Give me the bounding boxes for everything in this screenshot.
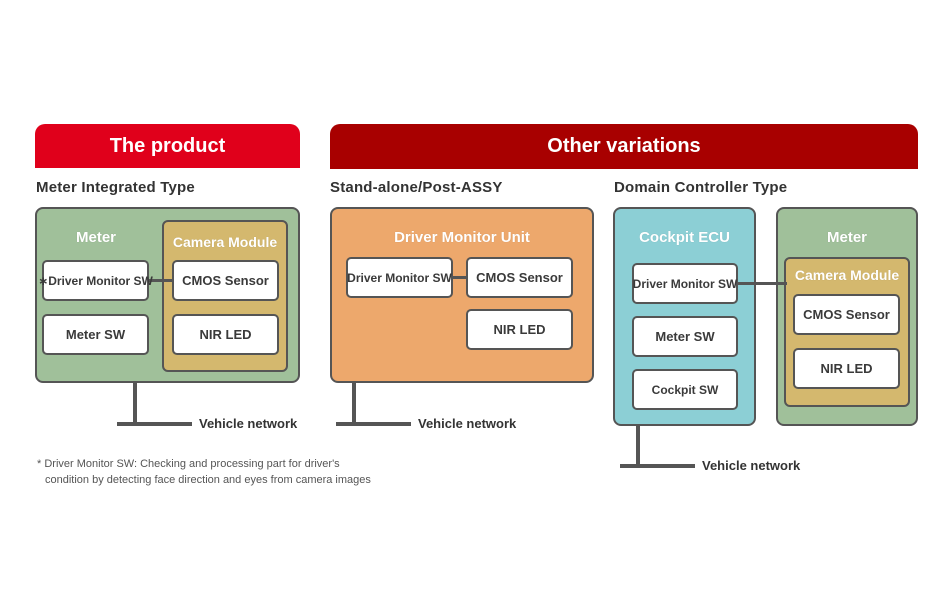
connector-line bbox=[737, 282, 787, 285]
nir-led-box: NIR LED bbox=[793, 348, 900, 389]
meter-title: Meter bbox=[826, 229, 867, 246]
meter-integrated-subtitle: Meter Integrated Type bbox=[36, 179, 195, 196]
driver-monitor-unit-title: Driver Monitor Unit bbox=[394, 229, 530, 246]
driver-monitor-sw-box: ∗Driver Monitor SW bbox=[38, 260, 153, 301]
cmos-sensor-box: CMOS Sensor bbox=[466, 257, 573, 298]
network-bus bbox=[336, 422, 411, 426]
connector-line bbox=[148, 279, 174, 282]
cockpit-sw-box: Cockpit SW bbox=[632, 369, 738, 410]
cockpit-ecu-title: Cockpit ECU bbox=[639, 229, 730, 246]
vehicle-network-label: Vehicle network bbox=[418, 416, 517, 431]
cmos-sensor-box: CMOS Sensor bbox=[172, 260, 279, 301]
domain-controller-subtitle: Domain Controller Type bbox=[614, 179, 788, 196]
product-header-label: The product bbox=[109, 134, 226, 157]
network-stem bbox=[352, 383, 356, 425]
meter-title: Meter bbox=[75, 229, 116, 246]
meter-sw-box: Meter SW bbox=[42, 314, 149, 355]
meter-sw-box: Meter SW bbox=[632, 316, 738, 357]
connector-line bbox=[452, 276, 470, 279]
network-bus bbox=[620, 464, 695, 468]
network-stem bbox=[636, 426, 640, 468]
vehicle-network-label: Vehicle network bbox=[702, 458, 801, 473]
network-bus bbox=[117, 422, 192, 426]
network-stem bbox=[133, 383, 137, 425]
footnote: * Driver Monitor SW: Checking and proces… bbox=[37, 456, 457, 488]
driver-monitor-sw-box: Driver Monitor SW bbox=[346, 257, 453, 298]
variations-header: Other variations bbox=[330, 124, 918, 169]
vehicle-network-label: Vehicle network bbox=[199, 416, 298, 431]
driver-monitor-sw-box: Driver Monitor SW bbox=[632, 263, 738, 304]
camera-module-title: Camera Module bbox=[794, 267, 900, 283]
product-header: The product bbox=[35, 124, 300, 168]
camera-module-title: Camera Module bbox=[172, 234, 278, 250]
cmos-sensor-box: CMOS Sensor bbox=[793, 294, 900, 335]
nir-led-box: NIR LED bbox=[172, 314, 279, 355]
variations-header-label: Other variations bbox=[547, 135, 701, 157]
footnote-line-2: condition by detecting face direction an… bbox=[45, 474, 371, 486]
standalone-subtitle: Stand-alone/Post-ASSY bbox=[330, 179, 503, 196]
footnote-line-1: * Driver Monitor SW: Checking and proces… bbox=[37, 458, 340, 470]
nir-led-box: NIR LED bbox=[466, 309, 573, 350]
